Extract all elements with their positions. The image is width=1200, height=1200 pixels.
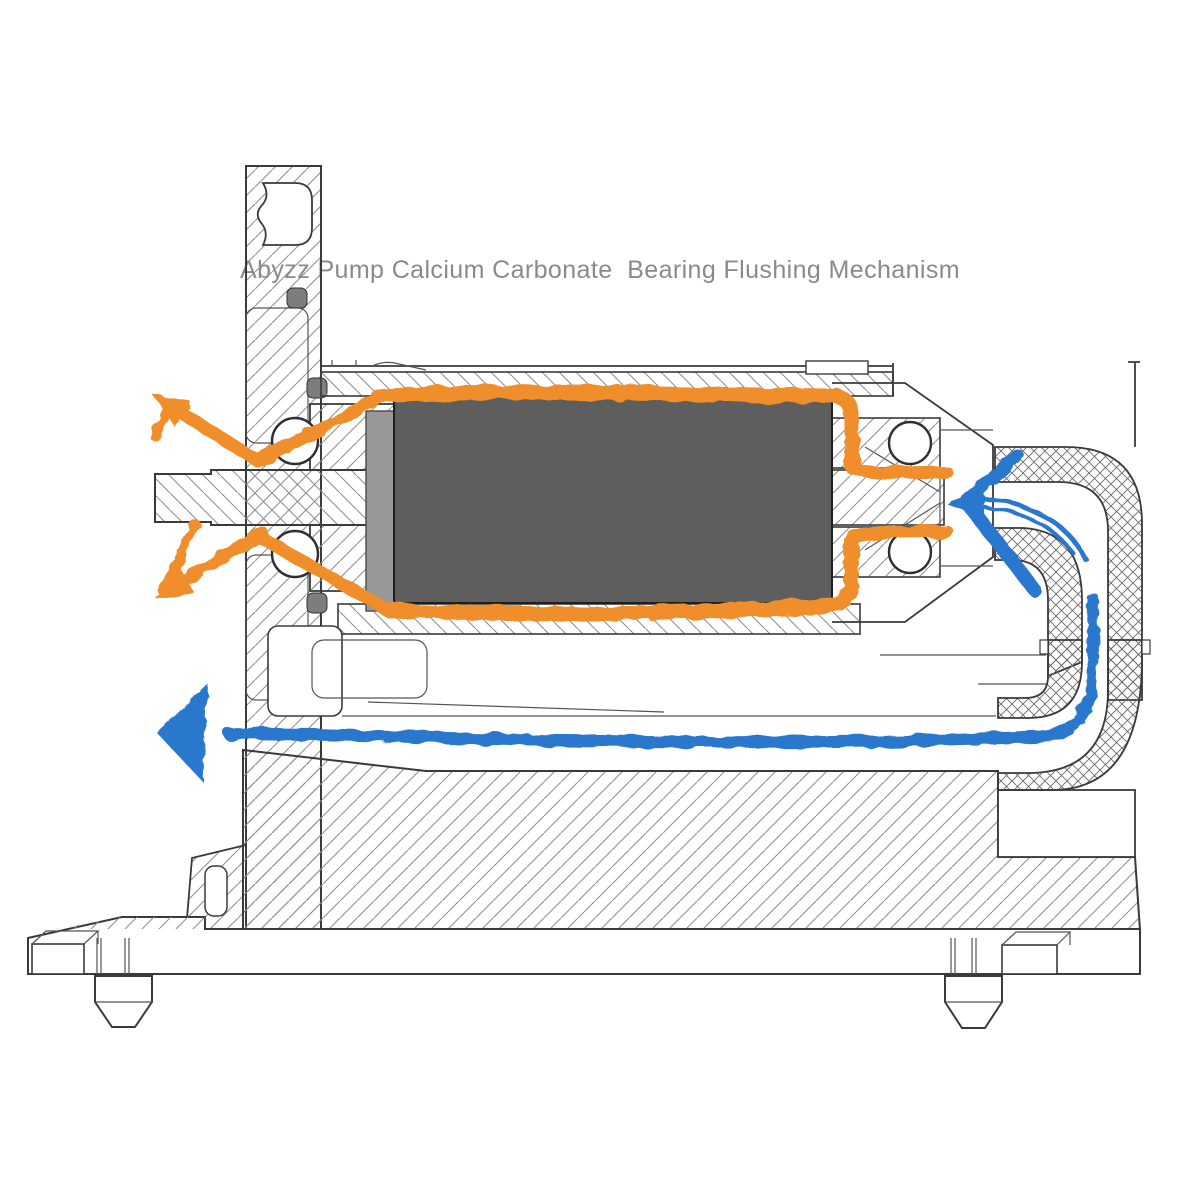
flange-base-slot (204, 865, 228, 917)
flush-front-bearing-bottom (251, 529, 397, 618)
shaft (154, 446, 945, 551)
rotor-block (393, 396, 833, 604)
flush-right-down (828, 388, 860, 474)
inlet-elbow (994, 446, 1151, 791)
support-step (267, 625, 343, 717)
flush-exit-arrowhead-bottom-icon (156, 567, 195, 599)
flush-bottom-run (382, 597, 842, 622)
flush-exit-bottom-tail (168, 526, 269, 593)
flange-groove (256, 182, 313, 246)
base-plate (27, 916, 1141, 1029)
upper-elbow-outer (994, 446, 1143, 701)
lower-elbow-outer (997, 639, 1143, 791)
lower-elbow-inner (997, 639, 1083, 719)
rotor-assembly (365, 396, 833, 612)
flush-top-run (370, 384, 844, 405)
right-clamp-block (1001, 931, 1072, 975)
intake-arrow-wing-lower (959, 495, 1041, 596)
left-clamp-block (31, 930, 100, 975)
housing-lip (371, 361, 427, 371)
pipe-joint-notch (1141, 639, 1151, 655)
flush-exit-arrowhead-top-icon (153, 395, 191, 427)
o-ring-icon (306, 592, 328, 614)
support-inner-outline (311, 639, 428, 699)
flush-exit-top-tail (165, 400, 265, 468)
support-lines (342, 654, 1048, 717)
flush-rear-bearing-bottom (844, 524, 953, 545)
flush-exit-bottom-flick (158, 519, 201, 597)
flush-rear-bearing-top (845, 461, 953, 480)
support-housing (267, 625, 1048, 717)
flush-flow-orange (150, 384, 953, 622)
o-ring-icon (286, 287, 308, 309)
rotor-end-ring (365, 410, 397, 612)
flush-right-up (826, 532, 859, 613)
housing-ticks (331, 360, 357, 366)
shaft-front (154, 469, 401, 526)
volute-right-pocket (997, 789, 1136, 858)
base-top-hatch (55, 917, 205, 929)
intake-arrowhead-port-icon (946, 489, 984, 517)
diagram-title: Abyzz Pump Calcium Carbonate Bearing Flu… (240, 256, 960, 284)
intake-jet-line-2 (983, 505, 1074, 554)
bearing-ball-icon (887, 420, 933, 466)
rear-flange-line (1128, 361, 1140, 447)
flush-front-bearing-top (251, 392, 385, 468)
housing-tab (805, 360, 869, 375)
intake-jet-line (975, 494, 1089, 563)
pipe-joint-notch (1039, 639, 1049, 655)
intake-horizontal-run (222, 692, 1095, 749)
intake-arrowhead-main-icon (157, 684, 208, 782)
right-bolt-slot (950, 938, 977, 974)
left-bolt-slot (96, 938, 130, 974)
intake-flow-blue (157, 449, 1099, 782)
intake-pipe-down (1083, 592, 1099, 706)
port-step-lines (940, 429, 993, 567)
